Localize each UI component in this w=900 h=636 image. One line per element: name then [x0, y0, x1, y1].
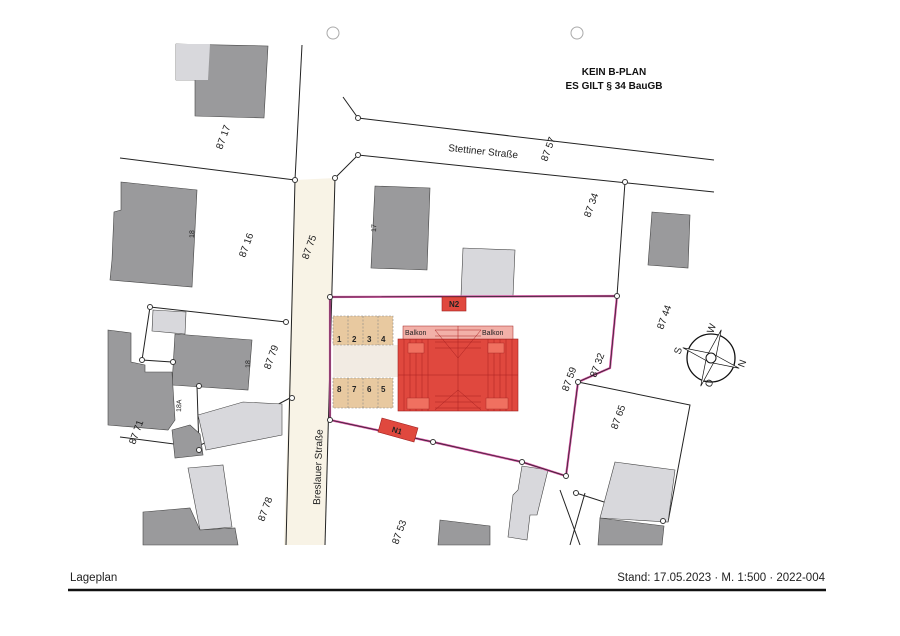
balcony-left-label: Balkon	[405, 330, 427, 337]
existing-buildings	[107, 43, 691, 546]
parking-spaces	[332, 315, 394, 409]
house-number: 18A	[176, 399, 183, 412]
balcony-right-label: Balkon	[482, 330, 504, 337]
house-number: 18	[189, 230, 196, 238]
parcel-label: 87 53	[390, 518, 409, 546]
entrance-n2-label: N2	[449, 300, 460, 309]
punch-hole	[326, 26, 340, 40]
parcel-label: 87 16	[237, 231, 256, 259]
house-number: 18	[245, 360, 252, 368]
parcel-label: 87 65	[609, 403, 628, 431]
notice-line-1: KEIN B-PLAN	[582, 67, 646, 78]
parking-5: 5	[381, 385, 386, 394]
compass-w: W	[705, 322, 719, 335]
new-building	[377, 296, 519, 443]
parking-2: 2	[352, 335, 357, 344]
entrance-n1-label: N1	[391, 425, 404, 437]
parcel-label: 87 34	[582, 191, 601, 219]
survey-points	[139, 115, 666, 524]
parcel-label: 87 44	[655, 303, 674, 331]
parking-lane	[333, 345, 400, 377]
parking-1: 1	[337, 335, 342, 344]
street-name-breslauer: Breslauer Straße	[312, 429, 326, 505]
plan-metadata: Stand: 17.05.2023 · M. 1:500 · 2022-004	[617, 572, 825, 584]
street-name-stettiner: Stettiner Straße	[448, 143, 519, 161]
plan-title: Lageplan	[70, 572, 118, 584]
parking-8: 8	[337, 385, 342, 394]
parcel-label: 87 78	[256, 495, 275, 523]
parcel-label: 87 79	[262, 343, 281, 371]
parking-3: 3	[367, 335, 372, 344]
punch-hole	[570, 26, 584, 40]
parking-4: 4	[381, 335, 386, 344]
house-number: 17	[371, 224, 378, 232]
parking-6: 6	[367, 385, 372, 394]
compass-rose-icon	[682, 329, 740, 387]
road-breslauer	[284, 178, 335, 545]
compass-s: S	[672, 346, 685, 356]
compass-o: O	[703, 378, 716, 389]
parcel-label: 87 17	[214, 123, 233, 151]
parking-7: 7	[352, 385, 357, 394]
parcel-label: 87 32	[588, 351, 607, 379]
notice-line-2: ES GILT § 34 BauGB	[565, 81, 662, 92]
compass-n: N	[736, 358, 749, 369]
